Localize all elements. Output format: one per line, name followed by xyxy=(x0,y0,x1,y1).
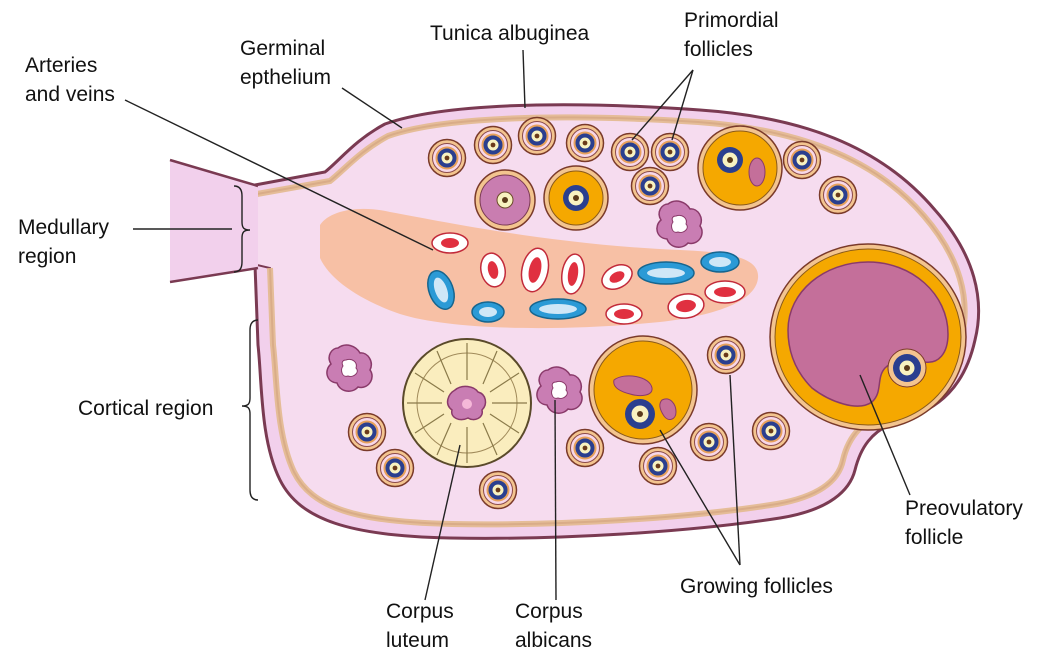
primordial-follicle xyxy=(708,337,745,374)
preovulatory-follicle-label-line2: follicle xyxy=(905,526,963,549)
growing-follicles-label: Growing follicles xyxy=(680,575,833,598)
growing-follicle xyxy=(589,336,697,444)
corpus-albicans-label-line2: albicans xyxy=(515,629,592,652)
medullary-region-label-line1: Medullary xyxy=(18,216,110,239)
vein-vessel xyxy=(638,262,694,284)
primordial-follicle xyxy=(753,413,790,450)
germinal-epithelium-label-line1: Germinal xyxy=(240,37,325,60)
artery-vessel xyxy=(432,233,468,253)
secondary-follicle xyxy=(544,166,608,230)
germinal-epithelium-leader xyxy=(342,88,402,128)
preovulatory-follicle xyxy=(770,244,966,430)
cortical-bracket xyxy=(242,320,258,500)
primordial-follicle xyxy=(519,118,556,155)
germinal-epithelium-label-line2: epthelium xyxy=(240,66,331,89)
primordial-follicles-label-line2: follicles xyxy=(684,38,753,61)
primordial-follicle xyxy=(480,472,517,509)
primordial-follicle xyxy=(784,142,821,179)
preovulatory-follicle-label-line1: Preovulatory xyxy=(905,497,1023,520)
arteries-veins-label-line1: Arteries xyxy=(25,54,97,77)
corpus-albicans-label-line1: Corpus xyxy=(515,600,583,623)
artery-vessel xyxy=(705,281,745,303)
vein-vessel xyxy=(472,302,504,322)
artery-vessel xyxy=(606,304,642,324)
tunica-albuginea-leader xyxy=(523,50,525,108)
primordial-follicles-label-line1: Primordial xyxy=(684,9,779,32)
arteries-veins-label-line2: and veins xyxy=(25,83,115,106)
vein-vessel xyxy=(701,252,739,272)
primordial-follicle xyxy=(632,168,669,205)
primordial-follicle xyxy=(820,177,857,214)
vein-vessel xyxy=(530,299,586,319)
cortical-region-label: Cortical region xyxy=(78,397,213,420)
hilum xyxy=(170,160,258,282)
tunica-albuginea-label: Tunica albuginea xyxy=(430,22,589,45)
primordial-follicle xyxy=(429,140,466,177)
primordial-follicle xyxy=(567,125,604,162)
early-follicle xyxy=(475,170,535,230)
corpus-luteum-label-line2: luteum xyxy=(386,629,449,652)
corpus-albicans-leader xyxy=(555,400,556,600)
primordial-follicle xyxy=(349,414,386,451)
primordial-follicle xyxy=(640,448,677,485)
primordial-follicle xyxy=(691,424,728,461)
corpus-luteum xyxy=(403,339,531,467)
corpus-luteum-label-line1: Corpus xyxy=(386,600,454,623)
antral-follicle-top xyxy=(698,126,782,210)
primordial-follicle xyxy=(377,450,414,487)
medullary-region-label-line2: region xyxy=(18,245,76,268)
primordial-follicle xyxy=(612,134,649,171)
primordial-follicle xyxy=(475,127,512,164)
primordial-follicle xyxy=(652,134,689,171)
primordial-follicle xyxy=(567,430,604,467)
